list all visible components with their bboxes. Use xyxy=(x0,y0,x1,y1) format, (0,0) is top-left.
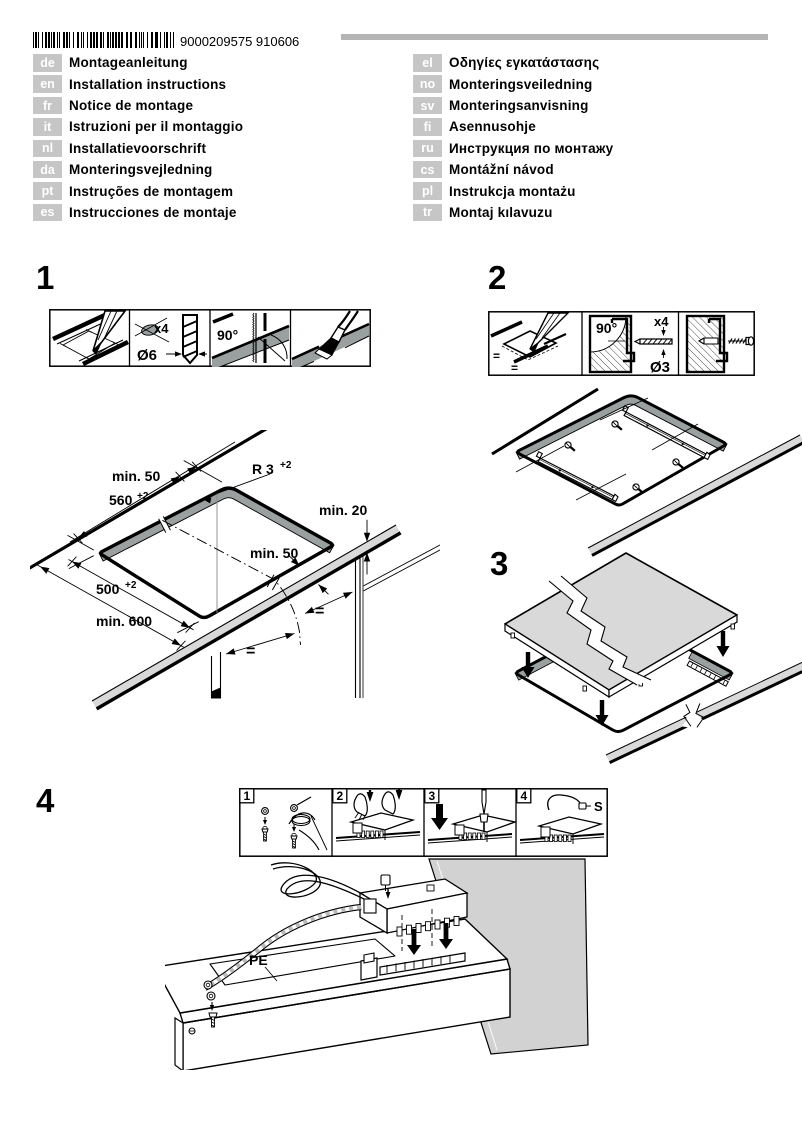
panel-number: 3 xyxy=(428,789,435,803)
drill-count-label: x4 xyxy=(154,321,169,336)
language-code-chip: de xyxy=(33,54,62,72)
language-code-chip: ru xyxy=(413,139,442,158)
language-title: Monteringsanvisning xyxy=(449,98,589,114)
language-title: Instruções de montagem xyxy=(69,183,234,199)
language-row: da Monteringsvejledning xyxy=(33,160,243,179)
diameter2-label: Ø3 xyxy=(650,359,670,376)
language-code-chip: no xyxy=(413,75,442,93)
language-list-left: de Montageanleitung en Installation inst… xyxy=(33,54,243,225)
language-code-chip: fr xyxy=(33,96,62,115)
language-code-chip: es xyxy=(33,203,62,222)
equal-mark-right: = xyxy=(315,603,324,620)
equal-mark-left: = xyxy=(246,643,255,660)
step-3-insert-diagram xyxy=(504,552,802,764)
step-3-number: 3 xyxy=(490,545,509,582)
language-row: it Istruzioni per il montaggio xyxy=(33,118,243,136)
language-row: tr Montaj kılavuzu xyxy=(413,203,613,222)
language-list-right: el Οδηγίες εγκατάστασης no Monteringsvei… xyxy=(413,54,613,225)
language-row: en Installation instructions xyxy=(33,75,243,93)
language-code-chip: cs xyxy=(413,160,442,179)
language-code-chip: tr xyxy=(413,203,442,222)
angle-label: 90° xyxy=(217,327,238,343)
angle2-label: 90° xyxy=(596,320,617,336)
equal-icon-2: = xyxy=(511,361,518,375)
language-row: nl Installatievoorschrift xyxy=(33,139,243,158)
panel-number: 4 xyxy=(520,789,527,803)
dim-radius-label: R 3 xyxy=(252,461,274,477)
language-row: no Monteringsveiledning xyxy=(413,75,613,93)
language-title: Инструкция по монтажу xyxy=(449,140,614,156)
language-title: Asennusohje xyxy=(449,119,536,135)
pe-label: PE xyxy=(249,952,268,968)
language-title: Οδηγίες εγκατάστασης xyxy=(449,55,600,71)
dim-width-sup: +2 xyxy=(137,491,149,502)
step-4-wiring-diagram: PE xyxy=(165,858,589,1070)
language-row: fr Notice de montage xyxy=(33,96,243,115)
language-row: es Instrucciones de montaje xyxy=(33,203,243,222)
language-code-chip: pl xyxy=(413,182,442,200)
language-title: Monteringsveiledning xyxy=(449,76,593,92)
dim-min-gap-label: min. 20 xyxy=(319,502,367,518)
barcode xyxy=(33,32,174,48)
clip-s-label: S xyxy=(594,799,603,814)
step-1-cutout-diagram: min. 50 560 +2 R 3 +2 min. 20 min. 50 500 +2 min.… xyxy=(30,430,440,711)
language-code-chip: it xyxy=(33,118,62,136)
language-code-chip: el xyxy=(413,54,442,72)
language-title: Montážní návod xyxy=(449,162,554,178)
language-title: Notice de montage xyxy=(69,98,194,114)
language-row: sv Monteringsanvisning xyxy=(413,96,613,115)
dim-depth-sup: +2 xyxy=(125,580,137,591)
language-title: Montageanleitung xyxy=(69,55,188,71)
language-code-chip: fi xyxy=(413,118,442,136)
dim-min-depth-label: min. 600 xyxy=(96,613,152,629)
language-title: Installatievoorschrift xyxy=(69,140,207,156)
language-title: Instrucciones de montaje xyxy=(69,204,237,220)
language-row: cs Montážní návod xyxy=(413,160,613,179)
dim-radius-sup: +2 xyxy=(280,460,292,471)
step-2-rails-diagram xyxy=(491,388,802,557)
language-row: fi Asennusohje xyxy=(413,118,613,136)
step-4-number: 4 xyxy=(36,782,55,819)
step-4-icon-strip: 1 2 3 4S xyxy=(239,788,608,857)
step-2-number: 2 xyxy=(488,259,507,296)
language-title: Instrukcja montażu xyxy=(449,183,576,199)
language-code-chip: pt xyxy=(33,182,62,200)
language-row: pl Instrukcja montażu xyxy=(413,182,613,200)
language-title: Montaj kılavuzu xyxy=(449,204,553,220)
language-row: ru Инструкция по монтажу xyxy=(413,139,614,158)
language-code-chip: sv xyxy=(413,96,442,115)
language-row: el Οδηγίες εγκατάστασης xyxy=(413,54,613,72)
language-title: Monteringsvejledning xyxy=(69,162,213,178)
dim-width-label: 560 xyxy=(109,492,133,508)
language-row: de Montageanleitung xyxy=(33,54,243,72)
count2-label: x4 xyxy=(654,314,669,329)
language-title: Istruzioni per il montaggio xyxy=(69,119,244,135)
panel-number: 1 xyxy=(243,789,250,803)
top-gray-bar xyxy=(341,34,768,40)
step-1-number: 1 xyxy=(36,259,55,296)
language-code-chip: en xyxy=(33,75,62,93)
dim-min-front-label: min. 50 xyxy=(250,545,298,561)
barcode-number: 9000209575 910606 xyxy=(180,34,300,49)
language-title: Installation instructions xyxy=(69,76,227,92)
language-code-chip: da xyxy=(33,160,62,179)
drill-diameter-label: Ø6 xyxy=(137,347,157,364)
equal-icon-1: = xyxy=(493,349,500,363)
language-code-chip: nl xyxy=(33,139,62,158)
dim-min-side-label: min. 50 xyxy=(112,468,160,484)
dim-depth-label: 500 xyxy=(96,581,120,597)
language-row: pt Instruções de montagem xyxy=(33,182,243,200)
panel-number: 2 xyxy=(336,789,343,803)
